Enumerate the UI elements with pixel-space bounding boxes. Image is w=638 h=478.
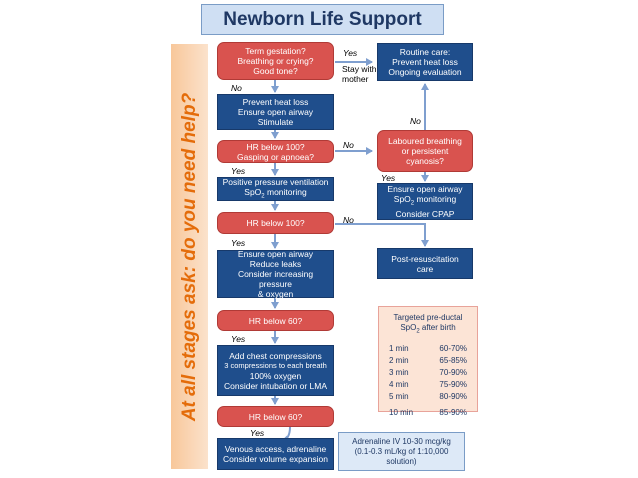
spo2-row: 1 min 60-70% — [379, 343, 477, 355]
spo2-title-line2: SpO2 after birth — [379, 323, 477, 337]
spo2-row: 3 min 70-90% — [379, 367, 477, 379]
hr-below-60-box-1: HR below 60? — [217, 310, 334, 331]
cpap-box: Ensure open airway SpO2 monitoring Consi… — [377, 183, 473, 220]
cpap-line1: Ensure open airway — [387, 184, 463, 195]
spo2-title-sub: 2 — [416, 328, 420, 335]
label-no-1: No — [231, 83, 242, 93]
label-no-2: No — [343, 140, 354, 150]
spo2-title-line1: Targeted pre-ductal — [393, 313, 463, 322]
cpap-line3: Consider CPAP — [395, 208, 455, 219]
ensure-airway-box: Ensure open airway Reduce leaks Consider… — [217, 249, 334, 299]
laboured-breathing-box: Laboured breathing or persistent cyanosi… — [377, 130, 473, 172]
cc-line1: Add chest compressions — [229, 350, 322, 361]
cpap-monitoring: monitoring — [414, 194, 457, 205]
ppv-monitoring: monitoring — [264, 186, 307, 197]
spo2-title-after: after birth — [419, 323, 456, 332]
spo2-row: 10 min 85-90% — [379, 407, 477, 419]
spo2-row: 4 min 75-90% — [379, 379, 477, 391]
label-no-3: No — [343, 215, 354, 225]
cc-line4: Consider intubation or LMA — [223, 380, 327, 391]
spo2-range: 65-85% — [439, 355, 467, 365]
ppv-line1: Positive pressure ventilation — [222, 176, 329, 187]
label-yes-cpap: Yes — [381, 173, 396, 183]
spo2-time: 3 min — [389, 367, 409, 377]
post-resuscitation-box: Post-resuscitation care — [377, 248, 473, 279]
help-sidebar: At all stages ask: do you need help? — [171, 44, 208, 469]
cpap-sub: 2 — [410, 200, 415, 207]
label-no-laboured: No — [410, 116, 421, 126]
label-yes-4: Yes — [231, 334, 246, 344]
spo2-range: 85-90% — [439, 407, 467, 417]
adrenaline-dose-box: Adrenaline IV 10-30 mcg/kg (0.1-0.3 mL/k… — [338, 432, 465, 471]
hr-below-100-gasping-box: HR below 100? Gasping or apnoea? — [217, 140, 334, 163]
ppv-box: Positive pressure ventilation SpO2 monit… — [217, 177, 334, 201]
prevent-heat-loss-box: Prevent heat loss Ensure open airway Sti… — [217, 94, 334, 130]
spo2-time: 10 min — [389, 407, 414, 417]
spo2-time: 1 min — [389, 343, 409, 353]
page-title: Newborn Life Support — [201, 4, 444, 35]
spo2-row: 5 min 80-90% — [379, 391, 477, 403]
label-yes-2: Yes — [231, 166, 246, 176]
spo2-target-table: Targeted pre-ductal SpO2 after birth 1 m… — [378, 306, 478, 417]
spo2-range: 70-90% — [439, 367, 467, 377]
spo2-title-spo: SpO — [400, 323, 417, 332]
spo2-time: 4 min — [389, 379, 409, 389]
label-yes-3: Yes — [231, 238, 246, 248]
chest-compressions-box: Add chest compressions 3 compressions to… — [217, 345, 334, 396]
cpap-line2: SpO2 monitoring — [394, 194, 456, 209]
term-gestation-box: Term gestation? Breathing or crying? Goo… — [217, 42, 334, 80]
hr-below-60-box-2: HR below 60? — [217, 406, 334, 427]
cc-line3: 100% oxygen — [249, 370, 302, 381]
arrow-b5-post — [335, 223, 429, 247]
ppv-line2: SpO2 monitoring — [244, 187, 306, 202]
ppv-spo: SpO — [244, 186, 262, 197]
spo2-row: 2 min 65-85% — [379, 355, 477, 367]
spo2-range: 60-70% — [439, 343, 467, 353]
cc-line2: 3 compressions to each breath — [224, 360, 327, 370]
spo2-range: 75-90% — [439, 379, 467, 389]
ppv-sub: 2 — [261, 193, 265, 200]
label-stay-with-mother: Stay with mother — [342, 64, 377, 84]
spo2-title: Targeted pre-ductal SpO2 after birth — [379, 313, 477, 337]
venous-access-box: Venous access, adrenaline Consider volum… — [217, 438, 334, 470]
cpap-spo: SpO — [393, 194, 411, 205]
spo2-time: 5 min — [389, 391, 409, 401]
label-yes-5: Yes — [250, 428, 265, 438]
hr-below-100-box: HR below 100? — [217, 212, 334, 234]
spo2-time: 2 min — [389, 355, 409, 365]
spo2-range: 80-90% — [439, 391, 467, 401]
routine-care-box: Routine care: Prevent heat loss Ongoing … — [377, 43, 473, 81]
label-yes-routine: Yes — [343, 48, 358, 58]
